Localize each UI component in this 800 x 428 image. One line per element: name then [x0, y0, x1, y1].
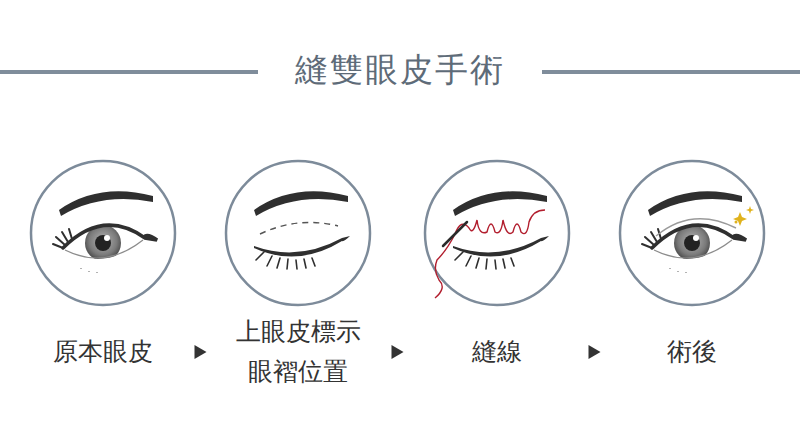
title-wrap: 縫雙眼皮手術	[0, 48, 800, 92]
step-node: 原本眼皮	[28, 160, 178, 410]
step-caption: 上眼皮標示眼褶位置	[228, 312, 368, 392]
step-circles	[31, 161, 764, 305]
step-node: 術後	[617, 160, 767, 410]
step-node: 縫線	[422, 160, 572, 410]
step-caption: 原本眼皮	[28, 332, 178, 372]
result-eye	[642, 191, 754, 273]
step-caption: 縫線	[422, 332, 572, 372]
step-node: 上眼皮標示眼褶位置	[223, 160, 373, 410]
step-caption: 術後	[617, 332, 767, 372]
suture-eyelid	[435, 191, 549, 298]
marked-eyelid	[254, 191, 350, 269]
step-arrow	[373, 345, 422, 359]
original-eye	[53, 191, 157, 273]
step-arrow	[178, 345, 223, 359]
step-arrow	[572, 345, 617, 359]
diagram-title: 縫雙眼皮手術	[287, 50, 513, 89]
